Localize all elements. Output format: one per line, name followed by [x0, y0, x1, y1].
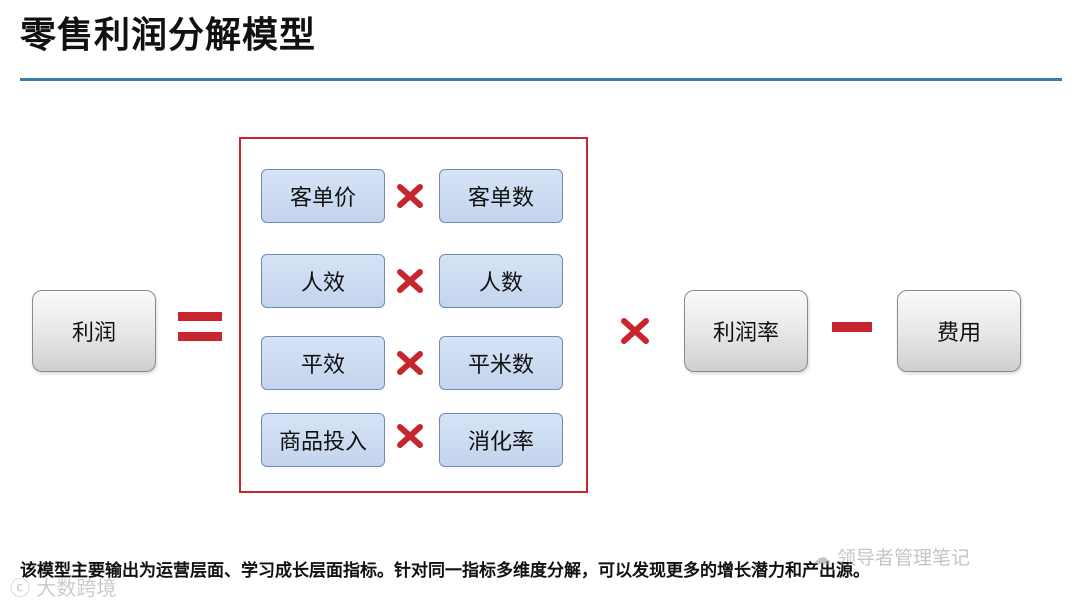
cost-label: 费用 [936, 321, 981, 346]
profit-label: 利润 [71, 321, 116, 346]
cost-box: 费用 [897, 290, 1021, 372]
pair-right-box: 平米数 [439, 336, 563, 390]
multiply-icon [397, 351, 423, 375]
multiply-icon [397, 269, 423, 293]
pair-right-label: 客单数 [467, 186, 534, 211]
multiply-icon [397, 424, 423, 448]
pair-right-label: 人数 [478, 271, 523, 296]
multiply-icon [397, 184, 423, 208]
wechat-watermark: ☁ 领导者管理笔记 [812, 543, 970, 570]
corner-watermark: ⓒ 大数跨境 [10, 572, 116, 601]
pair-left-box: 平效 [261, 336, 385, 390]
footer-description: 该模型主要输出为运营层面、学习成长层面指标。针对同一指标多维度分解，可以发现更多… [20, 561, 870, 581]
multiply-icon [621, 318, 649, 344]
pair-left-label: 商品投入 [278, 430, 367, 455]
page-title: 零售利润分解模型 [20, 15, 317, 56]
profit-rate-box: 利润率 [684, 290, 808, 372]
minus-icon [832, 322, 872, 332]
title-divider [20, 78, 1062, 81]
decomposition-frame [239, 137, 588, 493]
pair-left-label: 客单价 [289, 186, 356, 211]
pair-left-label: 平效 [300, 353, 345, 378]
pair-right-box: 客单数 [439, 169, 563, 223]
pair-right-label: 消化率 [467, 430, 534, 455]
pair-left-box: 人效 [261, 254, 385, 308]
corner-watermark-text: 大数跨境 [36, 576, 117, 600]
wechat-icon: ☁ [812, 547, 831, 569]
watermark-logo-icon: ⓒ [10, 576, 30, 600]
profit-box: 利润 [32, 290, 156, 372]
pair-right-box: 消化率 [439, 413, 563, 467]
pair-left-label: 人效 [300, 271, 345, 296]
pair-left-box: 客单价 [261, 169, 385, 223]
pair-right-box: 人数 [439, 254, 563, 308]
pair-right-label: 平米数 [467, 353, 534, 378]
pair-left-box: 商品投入 [261, 413, 385, 467]
profit-rate-label: 利润率 [712, 321, 779, 346]
equals-icon [178, 312, 222, 341]
wechat-watermark-text: 领导者管理笔记 [837, 547, 971, 569]
